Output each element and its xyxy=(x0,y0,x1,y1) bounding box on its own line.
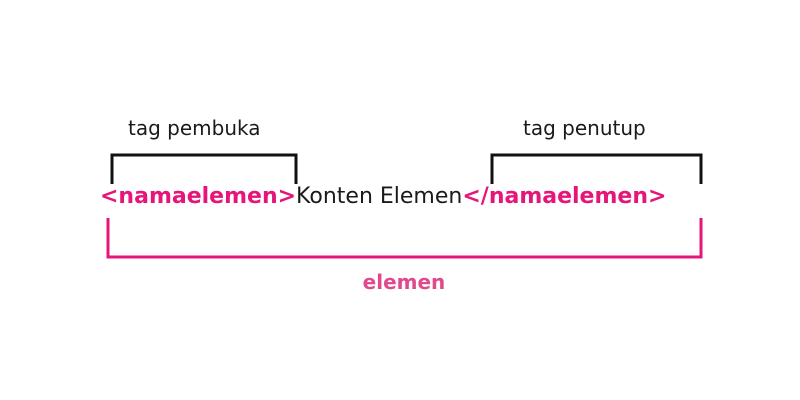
opening-tag: <namaelemen> xyxy=(100,184,297,209)
opening-tag-bracket xyxy=(110,153,298,184)
element-label: elemen xyxy=(362,270,446,294)
element-code-line: <namaelemen>Konten Elemen</namaelemen> xyxy=(100,186,666,208)
closing-tag-bracket xyxy=(490,153,703,184)
closing-tag: </namaelemen> xyxy=(462,184,667,209)
element-content: Konten Elemen xyxy=(296,184,463,209)
element-bracket xyxy=(106,218,703,259)
opening-tag-label: tag pembuka xyxy=(128,116,261,140)
closing-tag-label: tag penutup xyxy=(523,116,646,140)
